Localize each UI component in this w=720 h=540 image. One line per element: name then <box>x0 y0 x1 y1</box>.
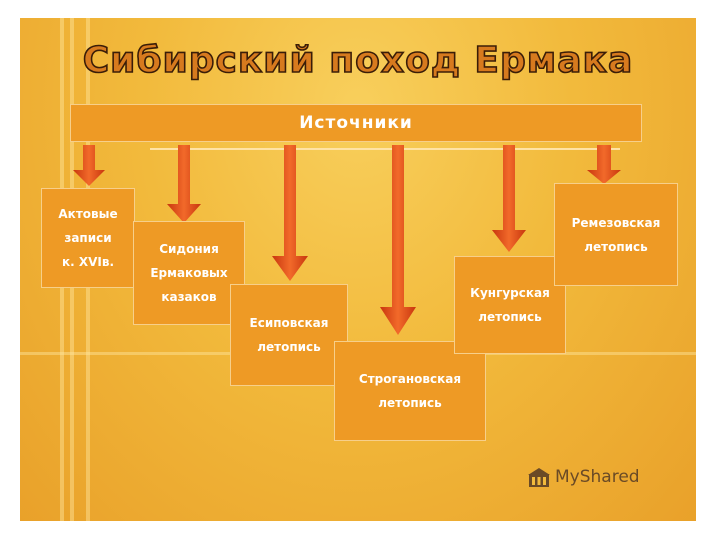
slide: Сибирский поход Ермака Источники Актовые… <box>20 18 696 521</box>
sources-header: Источники <box>70 104 642 142</box>
source-box-kungurskaya: Кунгурская летопись <box>454 256 566 354</box>
arrow-to-esipovskaya <box>272 145 308 281</box>
source-box-aktovye: Актовые записи к. XVIв. <box>41 188 135 288</box>
arrow-to-skazaniya <box>167 145 201 223</box>
source-text: к. XVIв. <box>61 255 115 269</box>
source-text: летопись <box>584 239 648 254</box>
source-text: Сидония <box>159 242 219 256</box>
source-box-skazaniya: Сидония Ермаковых казаков <box>133 221 245 325</box>
source-text: Ремезовская <box>571 215 661 230</box>
source-text: Строгановская <box>358 372 462 386</box>
source-box-stroganovskaya: Строгановская летопись <box>334 341 486 441</box>
source-box-remezovskaya: Ремезовская летопись <box>554 183 678 286</box>
source-text: записи <box>64 231 112 245</box>
arrows-layer <box>73 145 621 335</box>
source-text: Кунгурская <box>470 286 550 300</box>
arrow-to-kungurskaya <box>492 145 526 252</box>
slide-title: Сибирский поход Ермака <box>82 39 634 82</box>
source-text: летопись <box>257 340 321 354</box>
arrow-to-aktovye <box>73 145 105 186</box>
source-box-esipovskaya: Есиповская летопись <box>230 284 348 386</box>
source-text: Актовые <box>58 207 118 221</box>
source-text: Есиповская <box>249 316 329 330</box>
arrow-to-stroganovskaya <box>380 145 416 335</box>
source-text: летопись <box>378 396 442 410</box>
watermark: MyShared <box>528 466 640 488</box>
source-text: летопись <box>478 310 542 324</box>
source-text: Ермаковых <box>150 266 228 280</box>
myshared-logo-icon <box>528 468 550 487</box>
arrow-to-remezovskaya <box>587 145 621 184</box>
watermark-text: MyShared <box>555 467 640 487</box>
source-text: казаков <box>161 290 217 304</box>
